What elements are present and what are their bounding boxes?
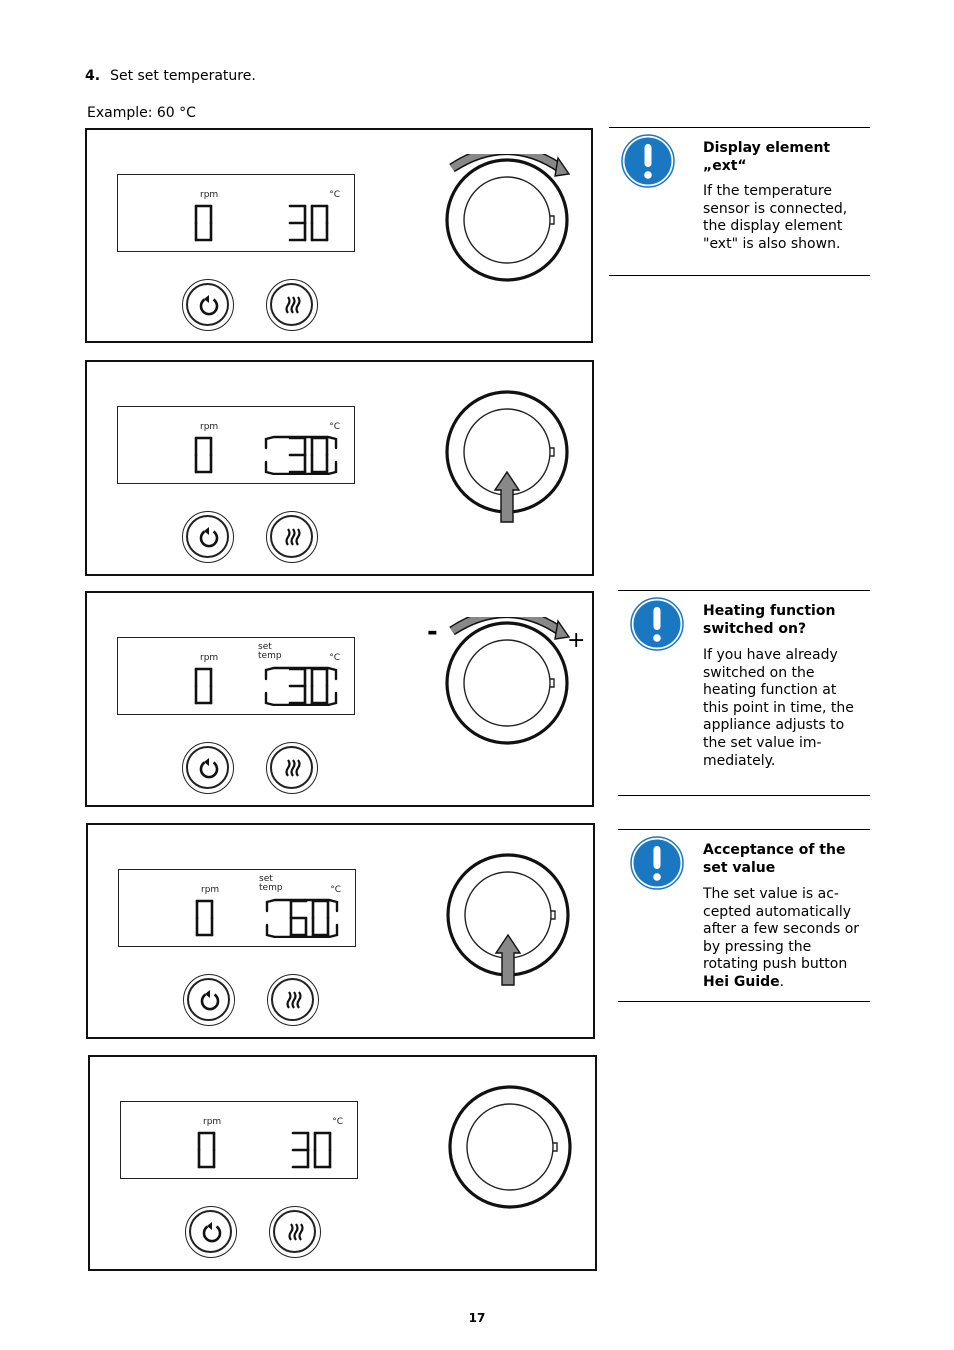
temperature-value [288, 204, 329, 242]
rotation-icon [199, 758, 219, 779]
celsius-label: °C [329, 653, 340, 663]
heating-icon [288, 1223, 304, 1241]
note-body: If you have already switched on the heat… [703, 647, 854, 769]
note-body: If the temperature sensor is connected, … [703, 183, 848, 252]
temperature-edit-frame [265, 898, 339, 938]
rpm-value [194, 204, 213, 242]
note-acceptance-set-value: Acceptance of the set value The set valu… [618, 829, 870, 1002]
temperature-value [288, 667, 329, 705]
rotation-icon [199, 527, 219, 548]
heating-button[interactable] [267, 974, 319, 1026]
lcd-digits [194, 204, 329, 242]
knob-minus-label: - [427, 617, 438, 647]
note-title: Display element „ext“ [703, 140, 831, 174]
knob-plus-label: + [567, 628, 586, 653]
note-title: Heating function switched on? [703, 603, 836, 637]
celsius-label: °C [330, 885, 341, 895]
example-label: Example: 60 °C [87, 105, 196, 121]
step-text: Set set temperature. [110, 68, 256, 84]
lcd-digits [194, 666, 338, 706]
rpm-label: rpm [200, 653, 219, 663]
exclamation-info-icon [630, 836, 684, 894]
motor-button[interactable] [182, 511, 234, 563]
hei-guide-knob[interactable] [442, 386, 592, 536]
rpm-label: rpm [200, 190, 219, 200]
rpm-value [195, 899, 214, 937]
rotate-arrow-icon [449, 154, 571, 177]
press-arrow-icon [494, 933, 522, 986]
motor-button[interactable] [182, 742, 234, 794]
motor-button[interactable] [185, 1206, 237, 1258]
heating-button[interactable] [266, 742, 318, 794]
press-arrow-icon [493, 470, 521, 523]
temperature-edit-frame [264, 666, 338, 706]
hei-guide-knob[interactable] [442, 617, 592, 767]
rotate-arrow-icon [449, 617, 571, 640]
celsius-label: °C [329, 422, 340, 432]
heating-button[interactable] [269, 1206, 321, 1258]
motor-button[interactable] [183, 974, 235, 1026]
rpm-value [194, 667, 213, 705]
heating-icon [285, 296, 301, 314]
temperature-edit-frame [264, 435, 338, 475]
hei-guide-knob[interactable] [443, 849, 593, 999]
rpm-value [197, 1131, 216, 1169]
rpm-label: rpm [201, 885, 220, 895]
lcd-digits [195, 898, 339, 938]
temperature-value [289, 899, 330, 937]
step-instruction: 4. Set set temperature. [85, 68, 256, 84]
heating-icon [286, 991, 302, 1009]
exclamation-info-icon [621, 134, 675, 192]
rotation-icon [199, 295, 219, 316]
rotation-icon [202, 1222, 222, 1243]
note-heating-function: Heating function switched on? If you hav… [618, 590, 870, 796]
note-body: The set value is ac-cepted automatically… [703, 886, 860, 990]
celsius-label: °C [329, 190, 340, 200]
note-title: Acceptance of the set value [703, 842, 846, 876]
rpm-value [194, 436, 213, 474]
celsius-label: °C [332, 1117, 343, 1127]
device-panel-1: rpm °C [85, 128, 593, 343]
device-panel-5: rpm °C [88, 1055, 597, 1271]
motor-button[interactable] [182, 279, 234, 331]
step-number: 4. [85, 68, 101, 84]
heating-icon [285, 759, 301, 777]
lcd-display: rpm °C [117, 406, 355, 484]
note-display-element-ext: Display element „ext“ If the temperature… [609, 127, 870, 276]
exclamation-info-icon [630, 597, 684, 655]
page-number: 17 [468, 1311, 486, 1325]
lcd-digits [194, 435, 338, 475]
rpm-label: rpm [200, 422, 219, 432]
device-panel-2: rpm °C [85, 360, 594, 576]
hei-guide-knob[interactable] [442, 154, 592, 304]
heating-button[interactable] [266, 279, 318, 331]
hei-guide-knob[interactable] [445, 1081, 595, 1231]
rotation-icon [200, 990, 220, 1011]
temperature-value [288, 436, 329, 474]
lcd-digits [197, 1131, 332, 1169]
lcd-display: rpm °C [117, 174, 355, 252]
rpm-label: rpm [203, 1117, 222, 1127]
lcd-display: rpm °C [120, 1101, 358, 1179]
temperature-value [291, 1131, 332, 1169]
heating-icon [285, 528, 301, 546]
heating-button[interactable] [266, 511, 318, 563]
